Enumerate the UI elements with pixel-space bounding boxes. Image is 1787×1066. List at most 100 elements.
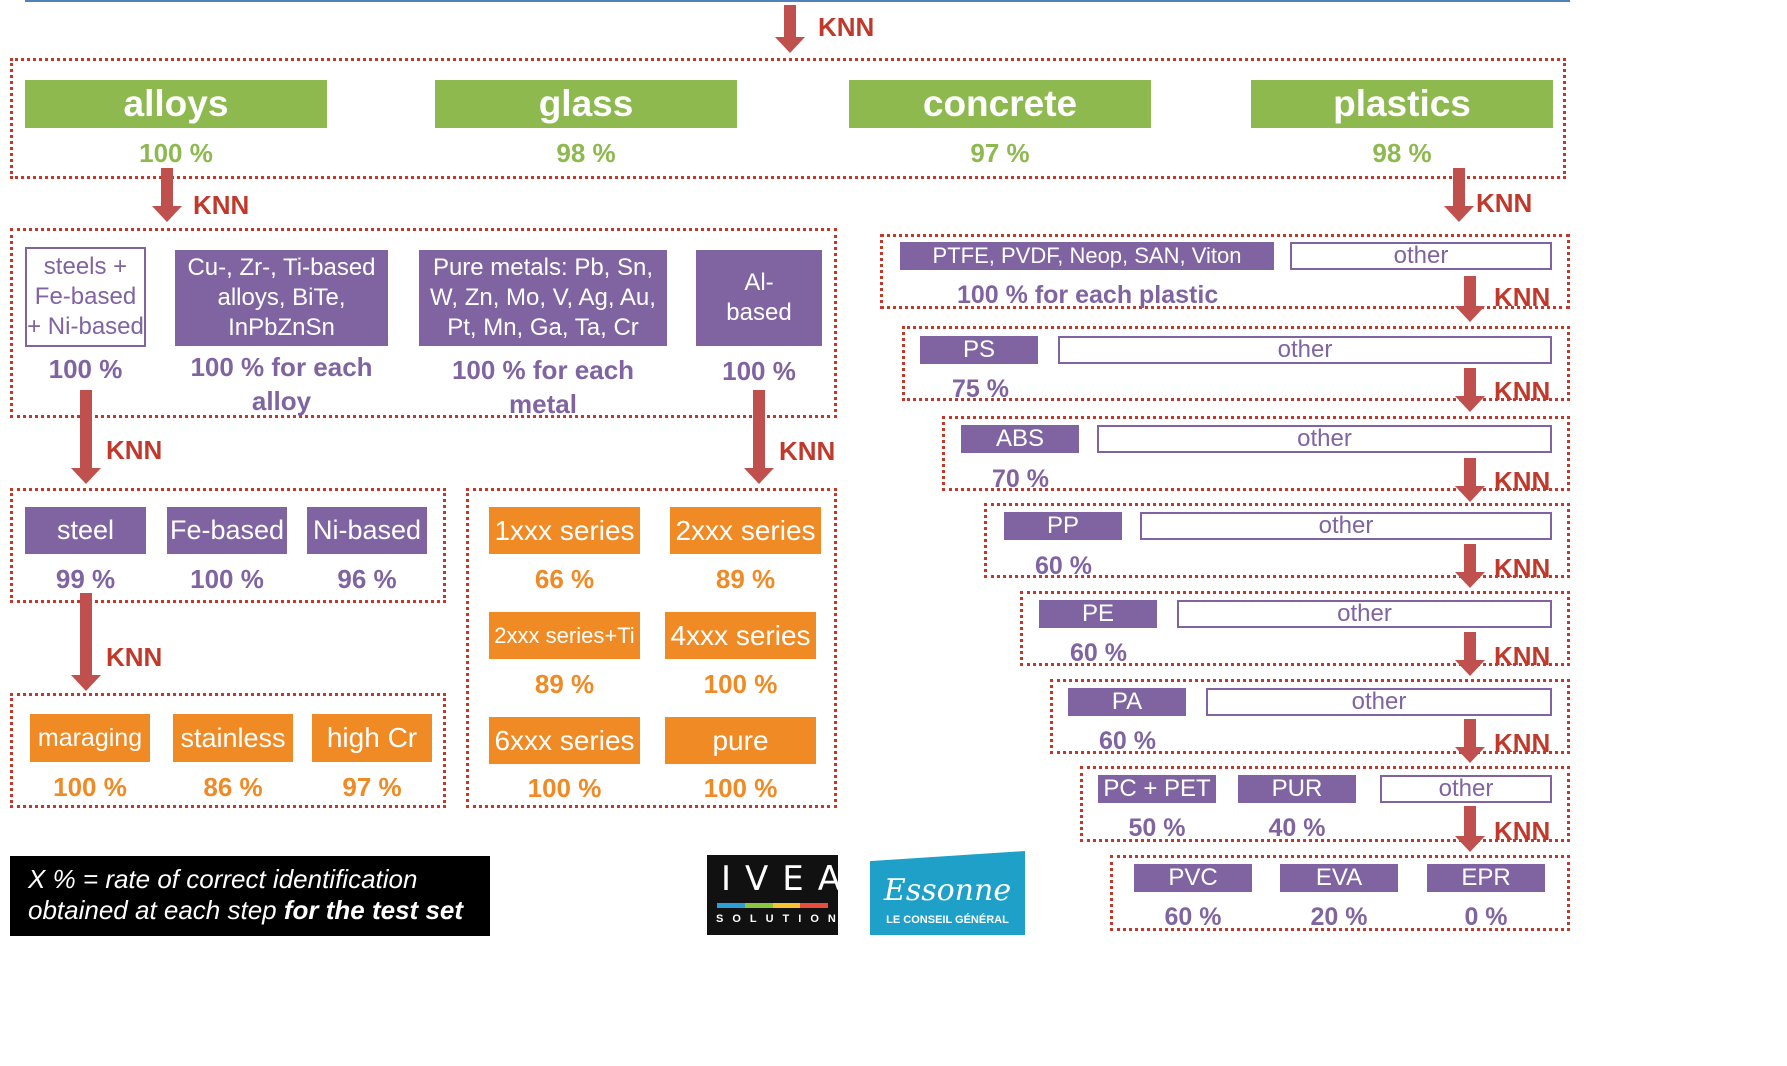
knn-label-p3: KNN (1494, 466, 1551, 496)
class-ptfe-group: PTFE, PVDF, Neop, SAN, Viton (900, 242, 1274, 270)
rate-pc-pet: 50 % (1128, 814, 1186, 842)
class-epr: EPR (1427, 864, 1545, 892)
rate-pa: 60 % (1099, 727, 1156, 755)
rate-ni-based: 96 % (337, 564, 397, 594)
class-eva: EVA (1280, 864, 1398, 892)
level1-group (10, 58, 1566, 179)
rate-stainless: 86 % (203, 772, 263, 802)
rate-ps: 75 % (952, 375, 1009, 403)
class-steel: steel (25, 507, 146, 554)
class-other-2: other (1058, 336, 1552, 364)
rate-steels: 100 % (48, 354, 123, 384)
class-pe: PE (1039, 600, 1157, 628)
legend-box: X % = rate of correct identification obt… (10, 856, 490, 936)
rate-fe-based: 100 % (190, 564, 264, 594)
legend-emphasis: for the test set (283, 895, 464, 926)
class-abs: ABS (961, 425, 1079, 453)
class-al-based: Al-based (696, 250, 822, 346)
al-series-group (466, 488, 837, 808)
steel-level3-group (10, 488, 446, 603)
plastics-step6-group (1050, 679, 1570, 754)
class-other-4: other (1140, 512, 1552, 540)
knn-label-p5: KNN (1494, 641, 1551, 671)
class-pa: PA (1068, 688, 1186, 716)
knn-label-p4: KNN (1494, 553, 1551, 583)
knn-label-p2: KNN (1494, 376, 1551, 406)
essonne-logo-script: Essonne (883, 873, 1012, 908)
alloys-level2-group (10, 228, 837, 418)
rate-glass: 98 % (556, 138, 616, 168)
ivea-color-bar (717, 903, 828, 908)
plastics-step2-group (902, 326, 1570, 401)
rate-eva: 20 % (1310, 903, 1368, 931)
class-ni-based: Ni-based (307, 507, 427, 554)
class-other-3: other (1097, 425, 1552, 453)
rate-6xxx: 100 % (527, 773, 602, 803)
class-stainless: stainless (173, 714, 293, 762)
essonne-logo-subtext: LE CONSEIL GÉNÉRAL (886, 914, 1009, 926)
class-pp: PP (1004, 512, 1122, 540)
plastics-step3-group (942, 416, 1570, 491)
rate-maraging: 100 % (53, 772, 127, 802)
rate-high-cr: 97 % (342, 772, 402, 802)
class-1xxx: 1xxx series (489, 507, 640, 554)
class-4xxx: 4xxx series (665, 612, 816, 659)
category-concrete: concrete (849, 80, 1151, 128)
class-ps: PS (920, 336, 1038, 364)
class-6xxx: 6xxx series (489, 717, 640, 764)
class-2xxx-ti: 2xxx series+Ti (489, 612, 640, 659)
class-cu-zr-ti: Cu-, Zr-, Ti-based alloys, BiTe, InPbZnS… (175, 250, 388, 346)
knn-label-p6: KNN (1494, 728, 1551, 758)
knn-label-al: KNN (779, 436, 836, 466)
knn-label-p1: KNN (1494, 282, 1551, 312)
class-pc-pet: PC + PET (1098, 775, 1216, 803)
class-other-7: other (1380, 775, 1552, 803)
rate-2xxx-ti: 89 % (534, 669, 595, 699)
class-high-cr: high Cr (312, 714, 432, 762)
rate-pur: 40 % (1268, 814, 1326, 842)
rate-plastics: 98 % (1372, 138, 1432, 168)
rate-pp: 60 % (1035, 552, 1092, 580)
knn-label-p7: KNN (1494, 816, 1551, 846)
class-steels: steels + Fe-based + Ni-based (25, 247, 146, 347)
ivea-logo: IVEA SOLUTION (707, 855, 845, 935)
class-other-5: other (1177, 600, 1552, 628)
rate-alloys: 100 % (139, 138, 213, 168)
rate-concrete: 97 % (970, 138, 1030, 168)
class-al-pure: pure (665, 717, 816, 764)
plastics-step1-group (880, 234, 1570, 309)
rate-pure-metals: 100 % for each metal (451, 355, 635, 419)
rate-al-pure: 100 % (703, 773, 778, 803)
legend-line1: X % = rate of correct identification (28, 864, 418, 894)
rate-abs: 70 % (992, 465, 1049, 493)
rate-1xxx: 66 % (534, 564, 595, 594)
knn-label-top: KNN (818, 12, 875, 42)
legend-line2: obtained at each step for the test set (28, 895, 464, 926)
essonne-logo: Essonne LE CONSEIL GÉNÉRAL (870, 851, 1025, 935)
plastics-step8-group (1110, 855, 1570, 931)
category-plastics: plastics (1251, 80, 1553, 128)
knn-label-steels: KNN (106, 435, 163, 465)
steel-level4-group (10, 693, 446, 808)
knn-label-alloys: KNN (193, 190, 250, 220)
rate-steel: 99 % (55, 564, 116, 594)
rate-cu-zr-ti: 100 % for each alloy (190, 352, 373, 416)
rate-pe: 60 % (1070, 639, 1127, 667)
class-other-6: other (1206, 688, 1552, 716)
ivea-logo-subtext: SOLUTION (716, 913, 845, 925)
category-glass: glass (435, 80, 737, 128)
category-alloys: alloys (25, 80, 327, 128)
plastics-step4-group (984, 503, 1570, 578)
plastics-step7-group (1080, 766, 1570, 842)
class-pure-metals: Pure metals: Pb, Sn, W, Zn, Mo, V, Ag, A… (419, 250, 667, 346)
class-maraging: maraging (30, 714, 150, 762)
class-pvc: PVC (1134, 864, 1252, 892)
rate-pvc: 60 % (1164, 903, 1222, 931)
plastics-step5-group (1020, 591, 1570, 666)
class-fe-based: Fe-based (167, 507, 287, 554)
class-pur: PUR (1238, 775, 1356, 803)
knn-label-steel: KNN (106, 642, 163, 672)
class-other-1: other (1290, 242, 1552, 270)
top-rule (25, 0, 1570, 2)
class-2xxx: 2xxx series (670, 507, 821, 554)
